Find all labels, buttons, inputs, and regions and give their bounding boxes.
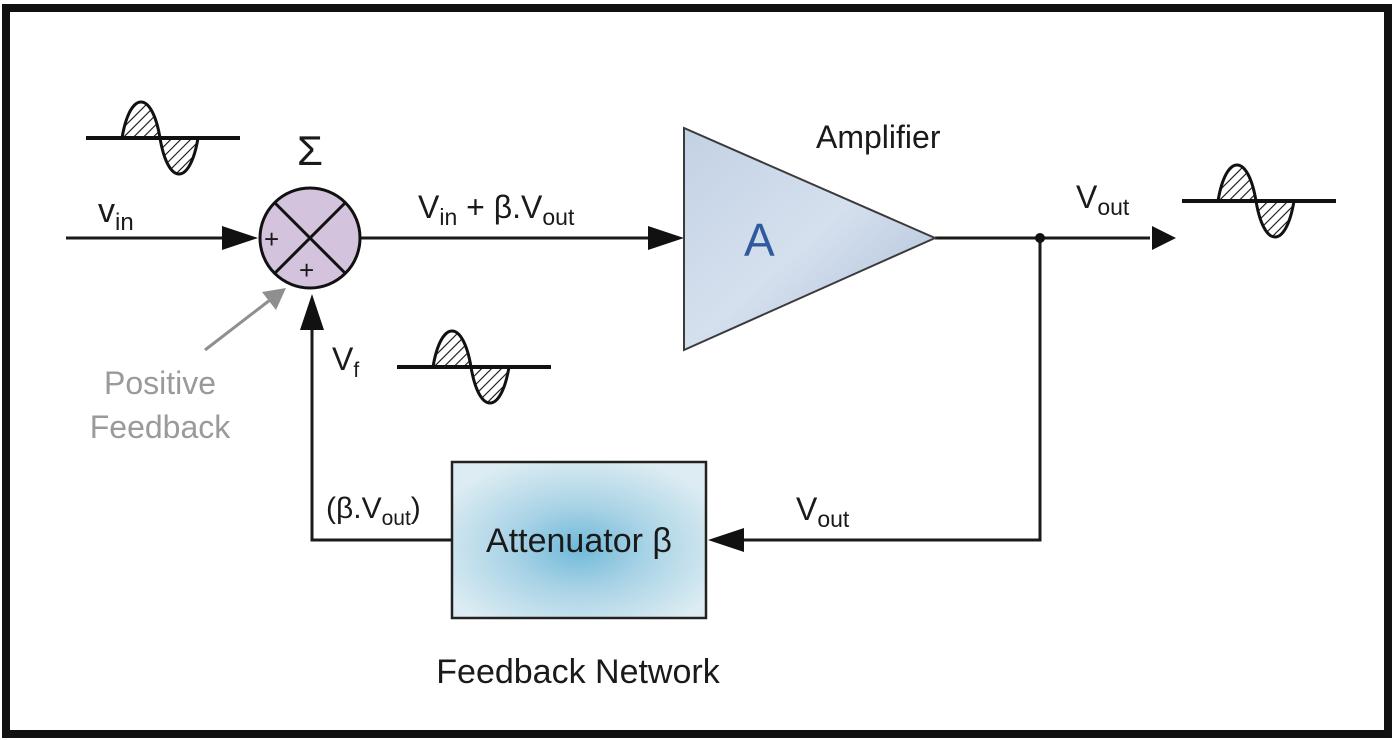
vout-feedback-label: Vout	[796, 491, 850, 532]
amplifier-title: Amplifier	[816, 119, 941, 155]
beta-vout-label: (β.Vout)	[326, 492, 421, 530]
sum-output-in-subscript: in	[439, 204, 457, 230]
positive-feedback-line1: Positive	[104, 365, 216, 401]
sum-output-v: V	[418, 189, 440, 225]
arrowheads	[222, 226, 1176, 552]
amplifier-triangle	[683, 126, 938, 352]
plus-sign-bottom: +	[299, 255, 314, 285]
input-arrowhead	[222, 226, 258, 250]
vin-subscript: in	[115, 209, 134, 236]
vout-subscript: out	[1097, 194, 1130, 220]
vin-label: vin	[98, 192, 134, 236]
beta-vout-pre: (β.V	[326, 492, 382, 525]
vf-subscript: f	[353, 359, 359, 382]
feedback-network-label: Feedback Network	[436, 653, 720, 691]
vout-label: Vout	[1076, 179, 1130, 220]
vout-feedback-v: V	[796, 491, 818, 527]
vin-main: v	[98, 192, 115, 230]
feedback-return-wire	[740, 238, 1042, 542]
positive-feedback-pointer-line	[204, 298, 271, 352]
beta-vout-post: )	[411, 492, 421, 525]
amp-input-arrowhead	[648, 226, 684, 250]
vf-v: V	[332, 341, 354, 377]
plus-sign-left: +	[264, 224, 279, 254]
beta-vout-subscript: out	[382, 507, 411, 530]
signal-wires	[66, 236, 1150, 542]
sum-output-out-subscript: out	[542, 204, 575, 230]
summing-junction	[258, 186, 362, 290]
positive-feedback-line2: Feedback	[90, 409, 232, 445]
feedback-to-sum-wire	[310, 326, 452, 542]
sum-output-label: Vin + β.Vout	[418, 189, 575, 230]
output-junction-dot	[1035, 233, 1045, 243]
vout-v: V	[1076, 179, 1098, 215]
sigma-symbol: Σ	[297, 127, 323, 174]
positive-feedback-pointer-arrowhead	[262, 288, 286, 310]
sum-output-mid: + β.V	[457, 189, 543, 225]
attenuator-box	[450, 460, 708, 620]
vout-feedback-subscript: out	[817, 506, 850, 532]
output-arrowhead	[1152, 226, 1176, 250]
attenuator-input-arrowhead	[708, 528, 744, 552]
attenuator-label: Attenuator β	[486, 522, 672, 560]
amplifier-gain-label: A	[744, 214, 775, 266]
vf-label: Vf	[332, 341, 359, 382]
feedback-sum-arrowhead	[300, 294, 324, 330]
